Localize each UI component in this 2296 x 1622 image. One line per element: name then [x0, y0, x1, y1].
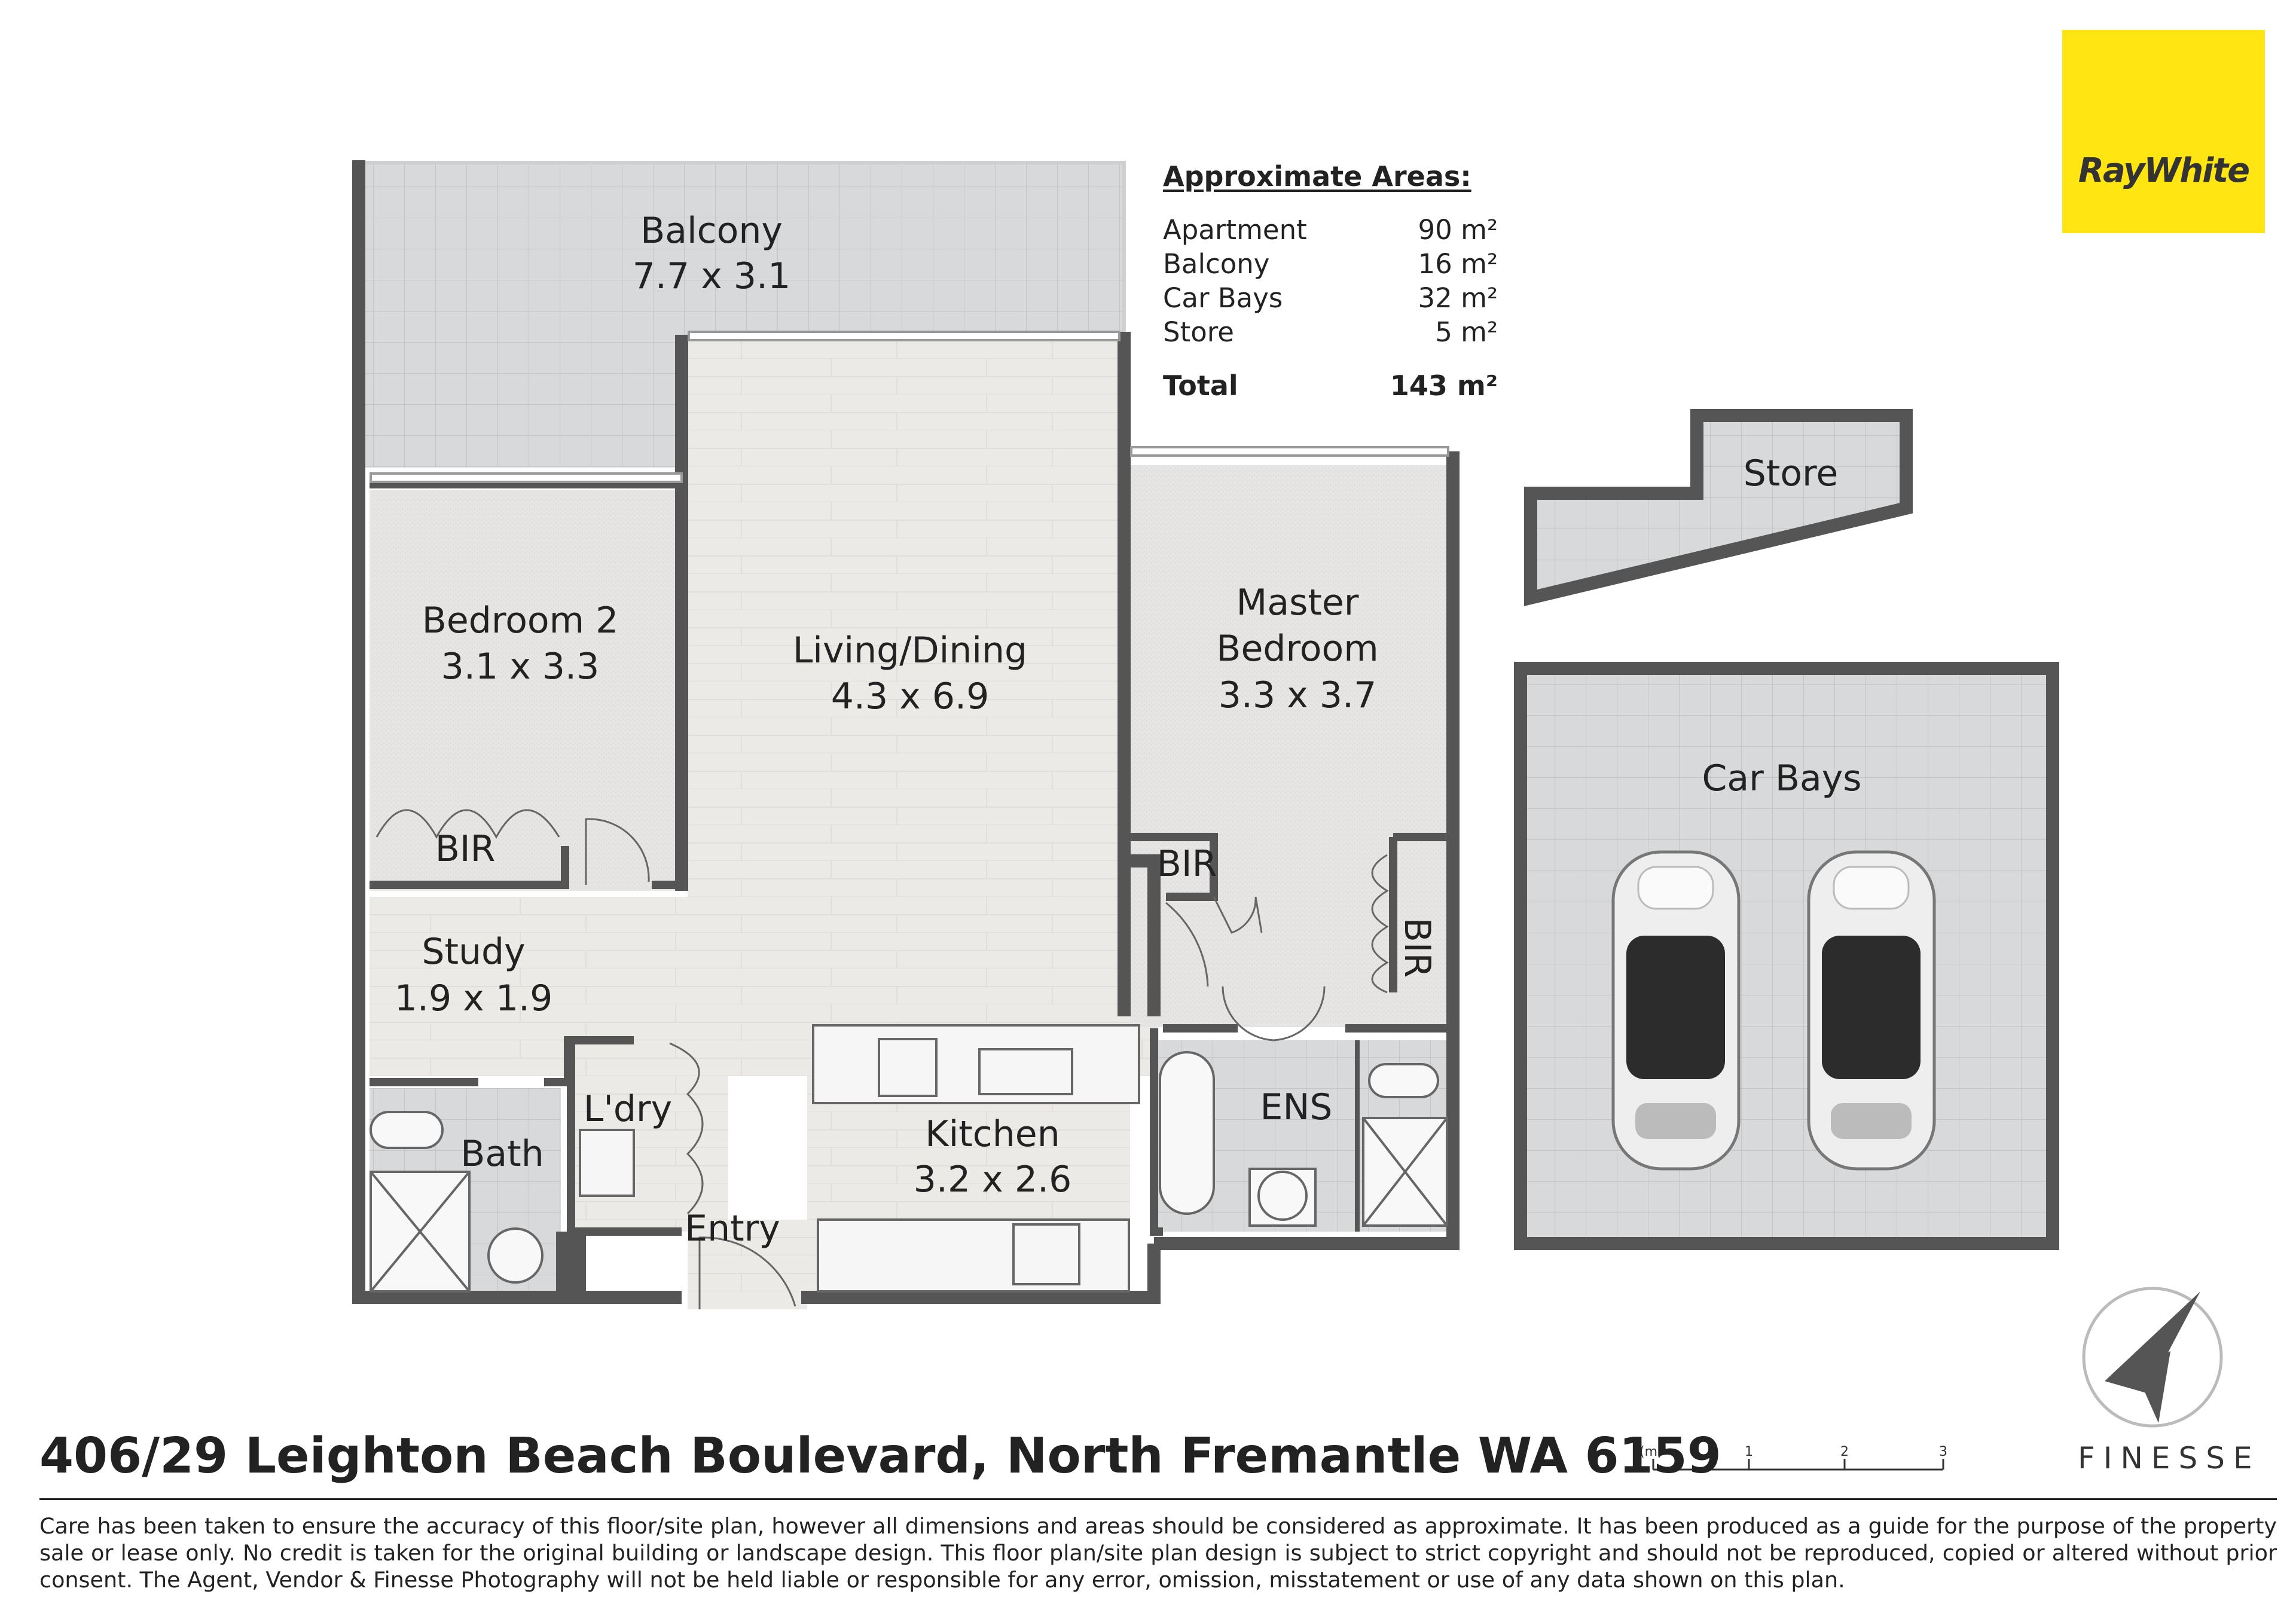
area-label: Store — [1163, 316, 1234, 348]
label-entry: Entry — [685, 1208, 780, 1250]
scale-tick-1: 1 — [1745, 1444, 1753, 1459]
label-kitchen: Kitchen — [925, 1113, 1060, 1155]
bathroom-fixtures — [370, 1051, 1448, 1293]
label-ensuite: ENS — [1260, 1086, 1333, 1128]
label-master-dims: 3.3 x 3.7 — [1219, 674, 1377, 716]
entry-floor — [688, 1220, 807, 1309]
scale-tick-3: 3 — [1939, 1444, 1947, 1459]
scale-bar: (m) 1 2 3 — [1639, 1444, 1947, 1471]
label-laundry: L'dry — [584, 1088, 672, 1130]
label-living: Living/Dining — [793, 630, 1027, 671]
bedroom2-floor — [370, 490, 682, 891]
area-label: Apartment — [1163, 214, 1307, 246]
areas-heading: Approximate Areas: — [1163, 160, 1471, 193]
label-balcony-dims: 7.7 x 3.1 — [633, 255, 791, 297]
areas-table: Approximate Areas: Apartment 90 m² Balco… — [1163, 160, 1498, 402]
areas-row: Apartment 90 m² — [1163, 213, 1498, 247]
store-outline — [1524, 409, 1913, 606]
label-kitchen-dims: 3.2 x 2.6 — [914, 1159, 1072, 1201]
label-study-dims: 1.9 x 1.9 — [395, 978, 553, 1019]
areas-row: Balcony 16 m² — [1163, 247, 1498, 281]
disclaimer-text: Care has been taken to ensure the accura… — [39, 1513, 2277, 1593]
label-bedroom2-dims: 3.1 x 3.3 — [441, 646, 600, 688]
walls — [352, 160, 1460, 1304]
label-bir-bed2: BIR — [435, 828, 496, 870]
area-value: 90 m² — [1418, 214, 1498, 246]
area-label: Car Bays — [1163, 282, 1283, 314]
label-car-bays: Car Bays — [1702, 757, 1861, 799]
footer-divider — [39, 1498, 2277, 1500]
areas-total: Total 143 m² — [1163, 369, 1498, 402]
room-labels: Balcony 7.7 x 3.1 Bedroom 2 3.1 x 3.3 Li… — [395, 210, 1862, 1250]
windows — [370, 331, 1449, 483]
label-balcony: Balcony — [640, 210, 783, 252]
scale-unit: (m) — [1639, 1444, 1663, 1459]
label-master-1: Master — [1236, 582, 1359, 624]
label-bedroom2: Bedroom 2 — [422, 600, 619, 642]
area-value: 16 m² — [1418, 248, 1498, 280]
car-icon-1 — [1611, 850, 1741, 1171]
total-label: Total — [1163, 369, 1238, 402]
areas-row: Store 5 m² — [1163, 315, 1498, 349]
car-icon-2 — [1807, 850, 1936, 1171]
total-value: 143 m² — [1390, 369, 1498, 402]
area-label: Balcony — [1163, 248, 1270, 280]
label-study: Study — [422, 931, 525, 973]
agency-name: RayWhite — [2078, 151, 2250, 190]
label-master-2: Bedroom — [1216, 628, 1378, 670]
doors — [375, 809, 1389, 1309]
label-living-dims: 4.3 x 6.9 — [831, 676, 990, 717]
raywhite-logo: RayWhite — [2062, 30, 2265, 233]
kitchen-benches — [579, 1024, 1140, 1293]
finesse-logo: FINESSE — [2078, 1441, 2261, 1476]
label-bir-master-left: BIR — [1157, 843, 1217, 885]
car-bays-area — [1514, 662, 2059, 1250]
label-bath: Bath — [460, 1133, 544, 1175]
area-value: 5 m² — [1435, 316, 1498, 348]
area-value: 32 m² — [1418, 282, 1498, 314]
compass-icon — [2082, 1287, 2223, 1428]
areas-row: Car Bays 32 m² — [1163, 281, 1498, 315]
label-bir-master-right: BIR — [1396, 918, 1438, 978]
property-address: 406/29 Leighton Beach Boulevard, North F… — [39, 1428, 1721, 1484]
label-store: Store — [1744, 453, 1839, 494]
scale-tick-2: 2 — [1840, 1444, 1849, 1459]
